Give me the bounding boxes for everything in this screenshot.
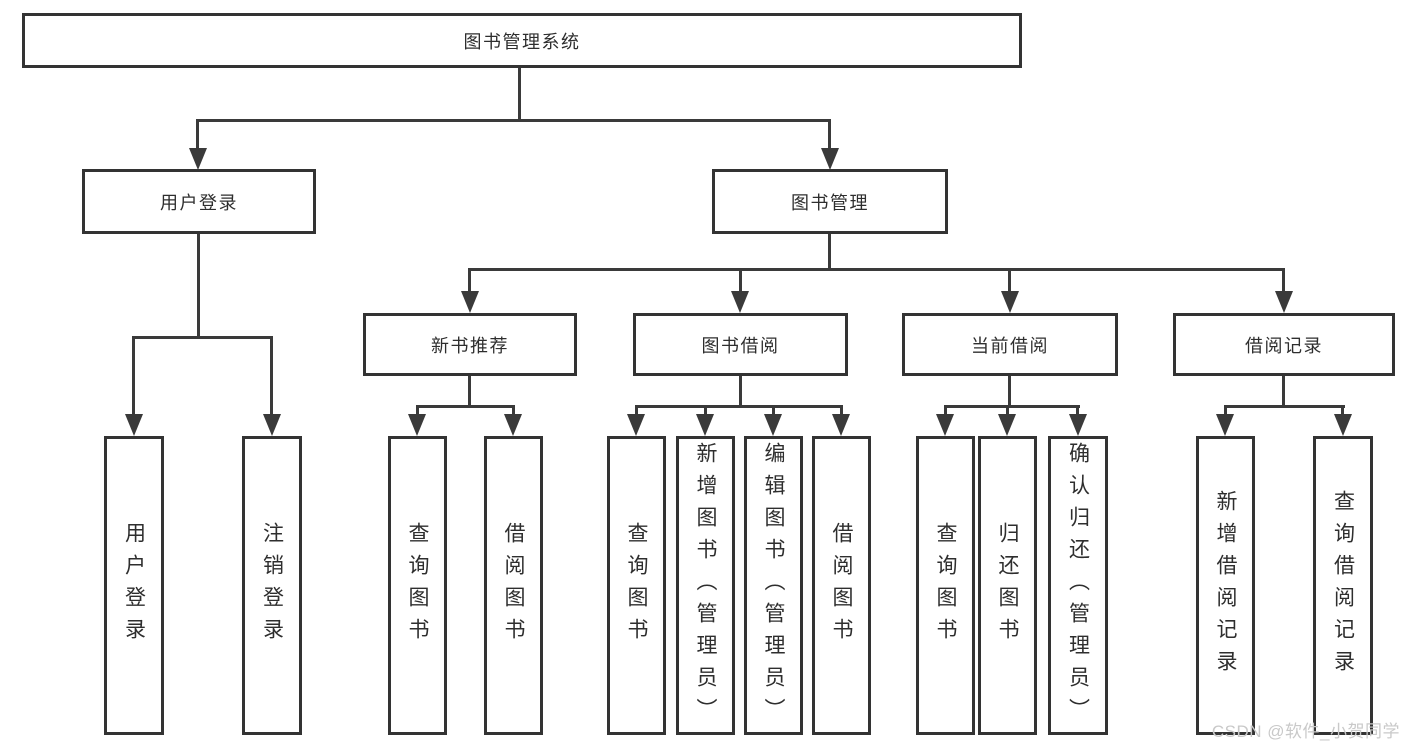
edge-line (635, 405, 843, 408)
arrow-down-icon (1216, 414, 1234, 436)
leaf-query-books-recommend: 查询图书 (388, 436, 447, 735)
node-current-borrowing: 当前借阅 (902, 313, 1118, 376)
leaf-add-borrow-record: 新增借阅记录 (1196, 436, 1255, 735)
edge-line (828, 233, 831, 270)
arrow-down-icon (936, 414, 954, 436)
arrow-down-icon (731, 291, 749, 313)
node-label: 图书管理系统 (463, 31, 581, 52)
leaf-label: 查询图书 (934, 521, 957, 650)
edge-line (270, 336, 273, 416)
leaf-query-books-current: 查询图书 (916, 436, 975, 735)
edge-line (1008, 268, 1011, 293)
arrow-down-icon (189, 148, 207, 170)
leaf-borrow-books-borrowing: 借阅图书 (812, 436, 871, 735)
edge-line (1341, 405, 1344, 417)
edge-line (196, 119, 199, 150)
leaf-label: 确认归还（管理员） (1066, 441, 1090, 730)
leaf-return-books: 归还图书 (978, 436, 1037, 735)
edge-line (468, 268, 1285, 271)
edge-line (416, 405, 419, 417)
edge-line (1282, 268, 1285, 293)
edge-line (132, 336, 273, 339)
node-label: 新书推荐 (431, 335, 509, 356)
edge-line (772, 405, 775, 417)
edge-line (1008, 374, 1011, 407)
arrow-down-icon (461, 291, 479, 313)
edge-line (1224, 405, 1227, 417)
node-user-login: 用户登录 (82, 169, 316, 234)
node-label: 当前借阅 (971, 335, 1049, 356)
node-label: 借阅记录 (1245, 335, 1323, 356)
edge-line (416, 405, 515, 408)
leaf-query-borrow-record: 查询借阅记录 (1313, 436, 1373, 735)
leaf-query-books-borrowing: 查询图书 (607, 436, 666, 735)
arrow-down-icon (832, 414, 850, 436)
edge-line (944, 405, 1080, 408)
edge-line (828, 119, 831, 150)
leaf-user-login: 用户登录 (104, 436, 164, 735)
edge-line (512, 405, 515, 417)
node-library-management-system: 图书管理系统 (22, 13, 1022, 68)
leaf-label: 注销登录 (260, 521, 284, 650)
leaf-label: 新增图书（管理员） (694, 441, 717, 730)
node-new-book-recommend: 新书推荐 (363, 313, 577, 376)
edge-line (1282, 374, 1285, 407)
arrow-down-icon (764, 414, 782, 436)
leaf-label: 编辑图书（管理员） (762, 441, 785, 730)
edge-line (468, 268, 471, 293)
leaf-label: 用户登录 (122, 521, 146, 650)
leaf-label: 查询图书 (406, 521, 429, 650)
node-book-management: 图书管理 (712, 169, 948, 234)
edge-line (468, 374, 471, 407)
node-book-borrowing: 图书借阅 (633, 313, 848, 376)
leaf-label: 查询图书 (625, 521, 648, 650)
edge-line (1006, 405, 1009, 417)
arrow-down-icon (627, 414, 645, 436)
csdn-watermark: CSDN @软件_小贺同学 (1211, 722, 1400, 741)
edge-line (739, 374, 742, 407)
arrow-down-icon (1001, 291, 1019, 313)
arrow-down-icon (998, 414, 1016, 436)
arrow-down-icon (408, 414, 426, 436)
leaf-label: 归还图书 (996, 521, 1019, 650)
node-label: 图书管理 (791, 192, 869, 213)
leaf-label: 查询借阅记录 (1331, 489, 1355, 682)
arrow-down-icon (504, 414, 522, 436)
node-label: 图书借阅 (701, 335, 780, 356)
leaf-confirm-return-admin: 确认归还（管理员） (1048, 436, 1108, 735)
edge-line (132, 336, 135, 416)
edge-line (1224, 405, 1345, 408)
leaf-label: 借阅图书 (830, 521, 853, 650)
arrow-down-icon (1275, 291, 1293, 313)
edge-line (196, 119, 831, 122)
arrow-down-icon (125, 414, 143, 436)
leaf-logout: 注销登录 (242, 436, 302, 735)
edge-line (197, 233, 200, 338)
arrow-down-icon (821, 148, 839, 170)
arrow-down-icon (263, 414, 281, 436)
edge-line (1076, 405, 1079, 417)
edge-line (739, 268, 742, 293)
leaf-edit-books-admin: 编辑图书（管理员） (744, 436, 803, 735)
arrow-down-icon (696, 414, 714, 436)
edge-line (635, 405, 638, 417)
leaf-add-books-admin: 新增图书（管理员） (676, 436, 735, 735)
leaf-label: 新增借阅记录 (1214, 489, 1237, 682)
node-borrowing-records: 借阅记录 (1173, 313, 1395, 376)
edge-line (944, 405, 947, 417)
edge-line (704, 405, 707, 417)
edge-line (840, 405, 843, 417)
leaf-borrow-books-recommend: 借阅图书 (484, 436, 543, 735)
arrow-down-icon (1334, 414, 1352, 436)
leaf-label: 借阅图书 (502, 521, 525, 650)
edge-line (518, 68, 521, 121)
node-label: 用户登录 (160, 192, 238, 213)
arrow-down-icon (1069, 414, 1087, 436)
